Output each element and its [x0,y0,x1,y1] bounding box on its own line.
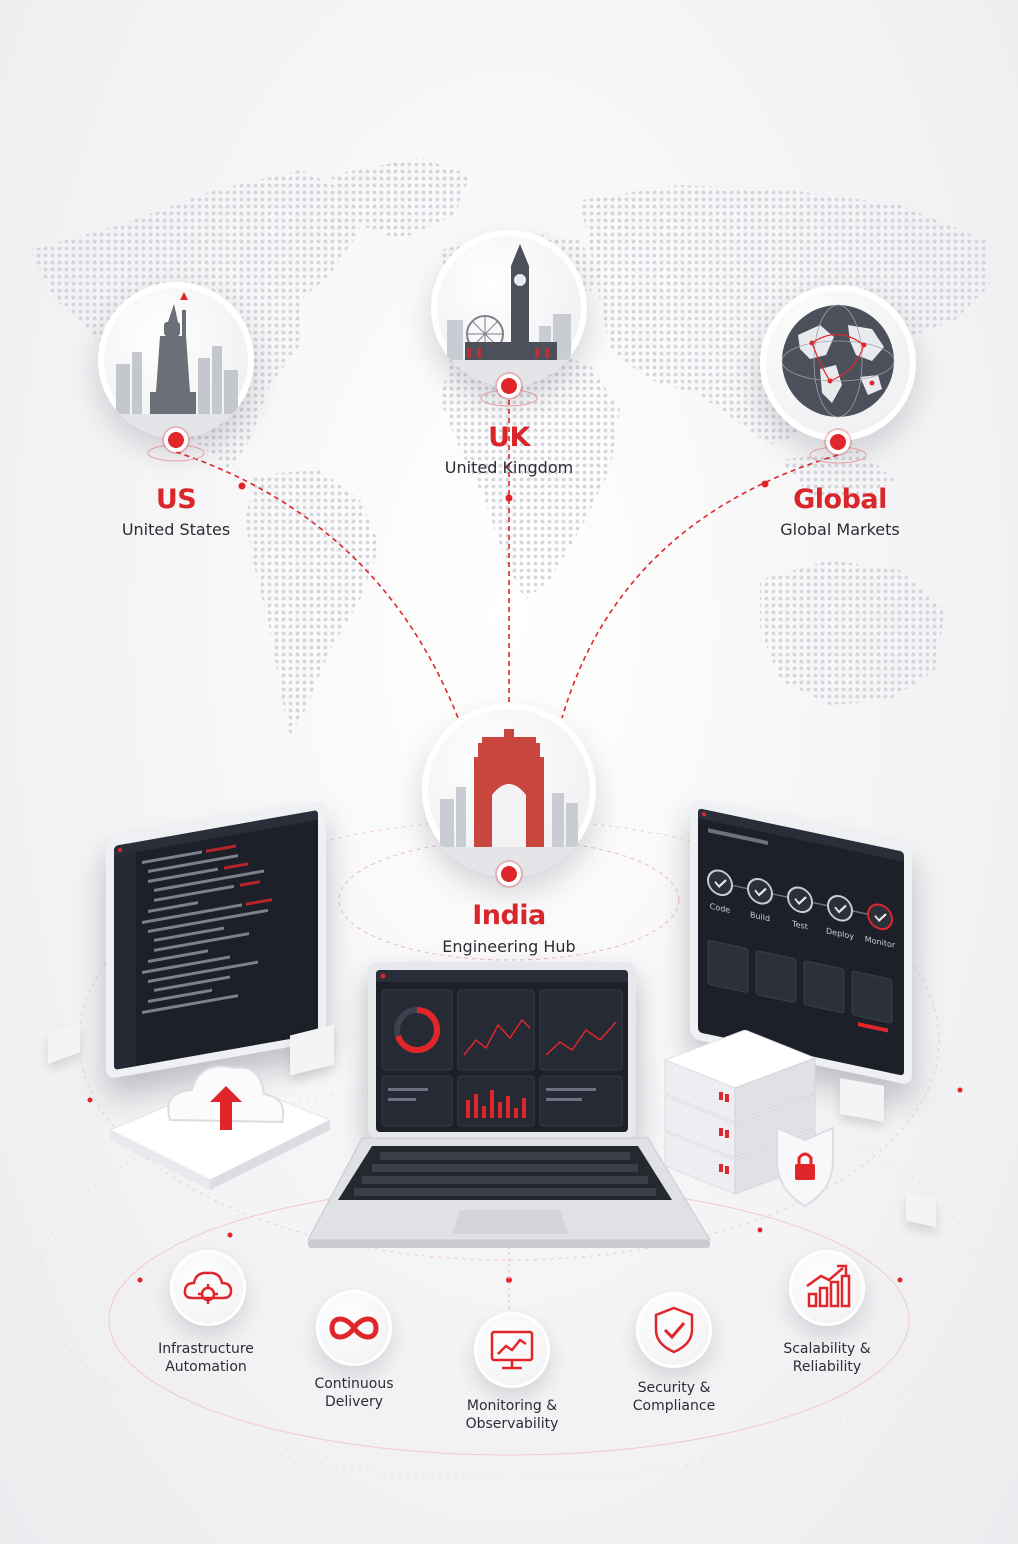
feature-security-line2: Compliance [632,1398,716,1414]
pipeline-stage-label: Build [750,909,770,923]
lock-icon [795,1164,815,1180]
feature-scalability-icon-circle [789,1250,865,1326]
feature-scalability-label: Scalability & Reliability [752,1340,902,1376]
feature-monitoring-line2: Observability [465,1416,559,1432]
feature-delivery-icon-circle [316,1290,392,1366]
location-global-name: Global Markets [780,520,900,539]
location-india-marker [501,866,517,882]
feature-infrastructure-line2: Automation [165,1359,247,1375]
location-us-code: US [155,484,197,515]
location-india-name: Engineering Hub [442,937,576,956]
laptop-keyboard [307,1137,711,1248]
pipeline-stage-label: Code [710,901,730,915]
infinity-icon [329,1316,379,1340]
location-us-circle [98,282,254,438]
location-india-code: India [472,900,546,931]
location-us-marker [168,432,184,448]
bar-chart-arrow-icon [806,1264,851,1308]
feature-monitoring-line1: Monitoring & [466,1398,558,1414]
location-uk-circle [431,230,587,386]
code-editor-screen [114,810,318,1070]
location-global-code: Global [793,484,887,515]
pipeline-stage-test: Test [787,886,813,931]
feature-security-label: Security & Compliance [599,1379,749,1415]
upload-arrow-icon [210,1086,242,1130]
pipeline-stage-code: Code [707,869,733,915]
laptop-screen-frame [368,962,636,1140]
feature-delivery-line2: Delivery [324,1394,384,1410]
location-global-circle [760,285,916,441]
cloud-upload-platform [108,1065,332,1190]
code-lines [114,810,318,1070]
feature-delivery-line1: Continuous [314,1376,394,1392]
location-uk-name: United Kingdom [444,458,574,477]
location-us-name: United States [121,520,231,539]
feature-infrastructure-line1: Infrastructure [158,1341,254,1357]
statue-of-liberty-icon [98,292,254,438]
monitor-chart-icon [490,1330,534,1370]
pipeline-stage-build: Build [747,877,773,923]
cloud-gear-icon [183,1271,233,1304]
location-uk-code: UK [488,422,530,453]
feature-scalability-line2: Reliability [792,1359,862,1375]
cube-decoration [840,1078,884,1122]
dashboard-screen [376,970,628,1132]
feature-infrastructure-icon-circle [170,1250,246,1326]
dashboard-widgets [376,970,628,1127]
pipeline-stage-deploy: Deploy [826,894,854,941]
feature-delivery-label: Continuous Delivery [279,1375,429,1411]
india-gate-icon [422,729,596,877]
server-stack [663,1030,834,1208]
pipeline-stage-monitor: Monitor [865,903,896,950]
shield-check-icon [654,1306,694,1354]
code-editor-monitor [106,800,326,1080]
globe-icon [781,304,895,418]
big-ben-icon [431,244,587,386]
pipeline-stage-label: Deploy [826,925,854,941]
location-uk-marker [501,378,517,394]
feature-infrastructure-label: Infrastructure Automation [131,1340,281,1376]
feature-monitoring-icon-circle [474,1312,550,1388]
feature-scalability-line1: Scalability & [783,1341,871,1357]
feature-monitoring-label: Monitoring & Observability [437,1397,587,1433]
location-global-marker [830,434,846,450]
feature-security-line1: Security & [637,1380,711,1396]
pipeline-stage-label: Test [791,918,808,931]
feature-security-icon-circle [636,1292,712,1368]
location-india-circle [422,703,596,877]
pipeline-stage-label: Monitor [865,934,896,950]
